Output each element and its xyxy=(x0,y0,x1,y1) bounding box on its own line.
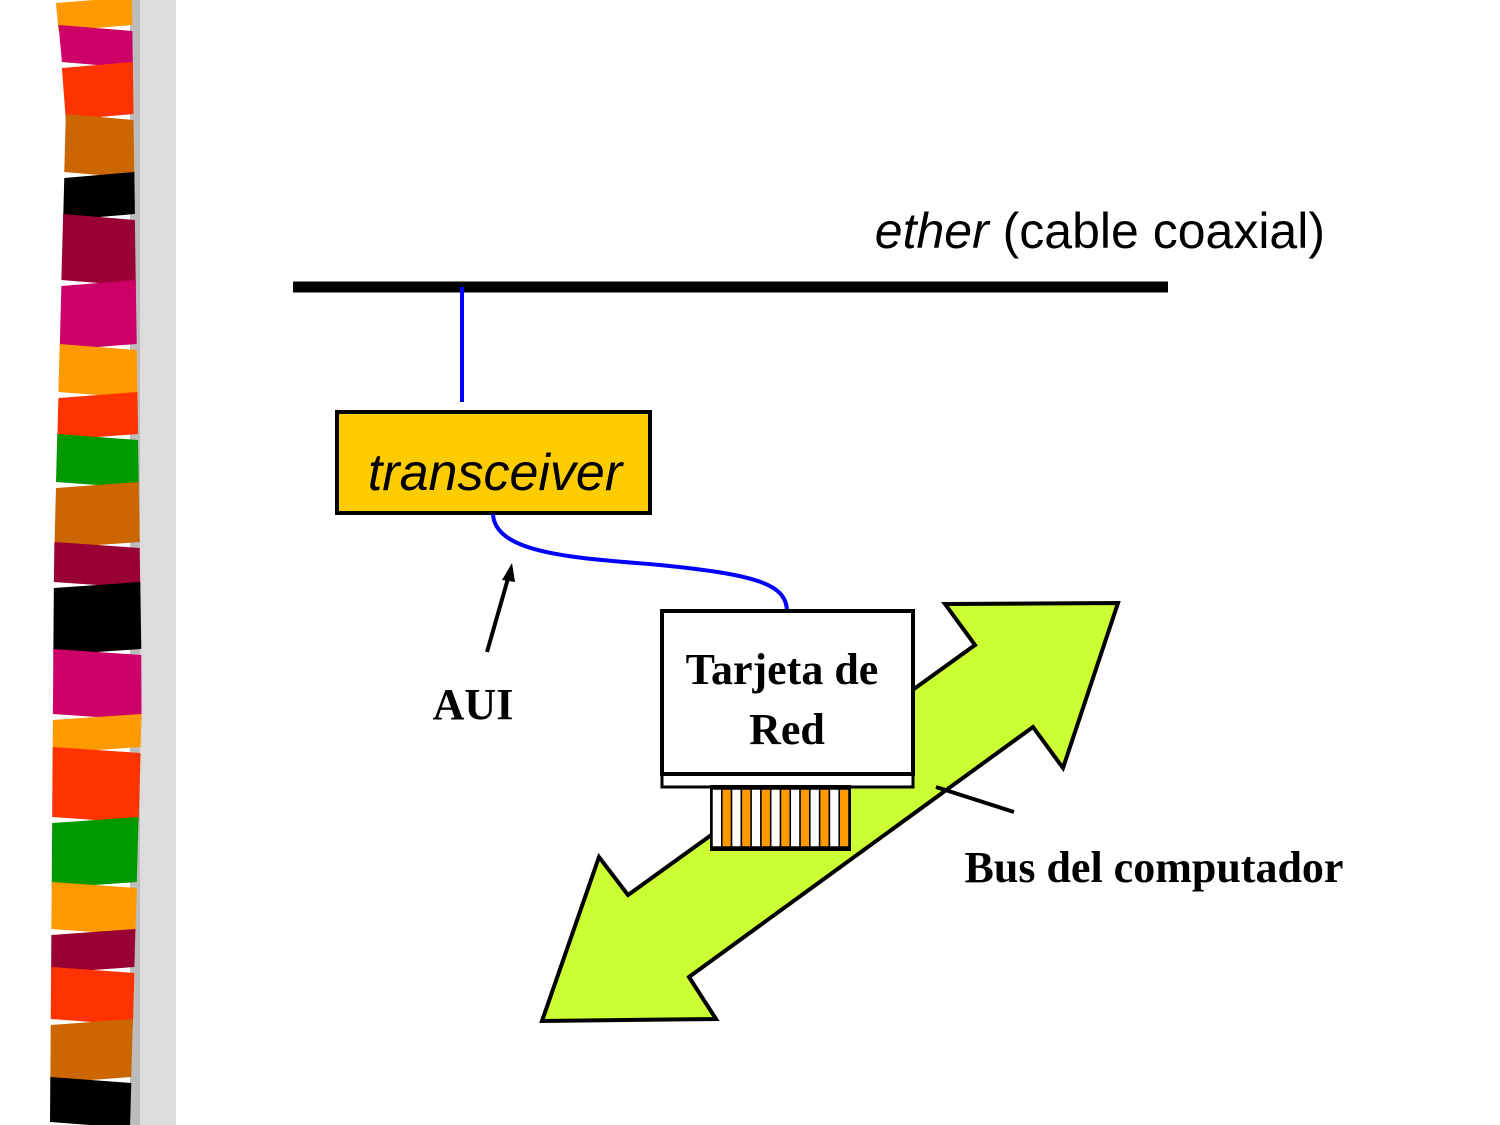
connector-pin xyxy=(838,788,850,848)
transceiver-label: transceiver xyxy=(368,444,625,502)
transceiver-box: transceiver xyxy=(335,410,652,515)
stripe-segment xyxy=(53,542,141,588)
ether-label-italic: ether xyxy=(875,203,991,259)
aui-cable xyxy=(491,513,789,613)
stripe-segment xyxy=(52,714,142,753)
connector-pin xyxy=(818,788,831,848)
network-card-body xyxy=(660,609,915,776)
stripe-segment xyxy=(61,62,134,120)
stripe-shadow-light xyxy=(140,0,176,1125)
stripe-segments xyxy=(50,0,142,1125)
aui-pointer-line xyxy=(485,574,511,653)
stripe-segment xyxy=(51,929,136,973)
ether-label: ether (cable coaxial) xyxy=(875,203,1325,259)
connector-pin xyxy=(750,788,762,848)
stripe-segment xyxy=(52,747,141,823)
stripe-segment xyxy=(59,280,137,350)
card-edge-connector xyxy=(710,785,851,851)
connector-pin xyxy=(721,788,733,848)
stripe-segment xyxy=(57,392,139,440)
aui-label: AUI xyxy=(433,680,514,729)
stripe-segment xyxy=(61,214,136,286)
connector-pin xyxy=(779,788,792,848)
network-card-label-line1: Tarjeta de xyxy=(686,645,879,694)
stripe-segment xyxy=(58,25,133,68)
connector-pin xyxy=(809,788,821,848)
aui-pointer-arrowhead xyxy=(502,563,515,582)
decorative-stripe-bar xyxy=(50,0,176,1125)
stripe-segment xyxy=(50,1019,133,1083)
stripe-segment xyxy=(50,1077,132,1125)
stripe-segment xyxy=(58,344,138,398)
stripe-segment xyxy=(52,649,142,720)
connector-pin xyxy=(828,788,840,848)
connector-pin xyxy=(789,788,801,848)
network-card-label-line2: Red xyxy=(749,705,825,754)
stripe-segment xyxy=(51,882,137,935)
stripe-segment xyxy=(63,172,135,220)
stripe-segment xyxy=(64,114,135,178)
connector-pin xyxy=(769,788,782,848)
stripe-segment xyxy=(50,967,135,1025)
connector-pin xyxy=(740,788,752,848)
bus-pointer-line xyxy=(935,785,1015,814)
connector-pin xyxy=(799,788,811,848)
stripe-segment xyxy=(56,0,133,31)
connector-pins xyxy=(711,788,850,848)
connector-pin xyxy=(730,788,743,848)
connector-pin xyxy=(711,788,723,848)
stripe-segment xyxy=(54,482,140,548)
stripe-segment xyxy=(51,817,139,888)
network-card: Tarjeta de Red xyxy=(660,609,915,789)
stripe-segment xyxy=(56,434,139,488)
transceiver-rect xyxy=(335,410,652,515)
stripe-segment xyxy=(53,582,142,655)
ether-label-rest: (cable coaxial) xyxy=(989,203,1325,259)
bus-label: Bus del computador xyxy=(965,843,1344,892)
connector-pin xyxy=(760,788,772,848)
